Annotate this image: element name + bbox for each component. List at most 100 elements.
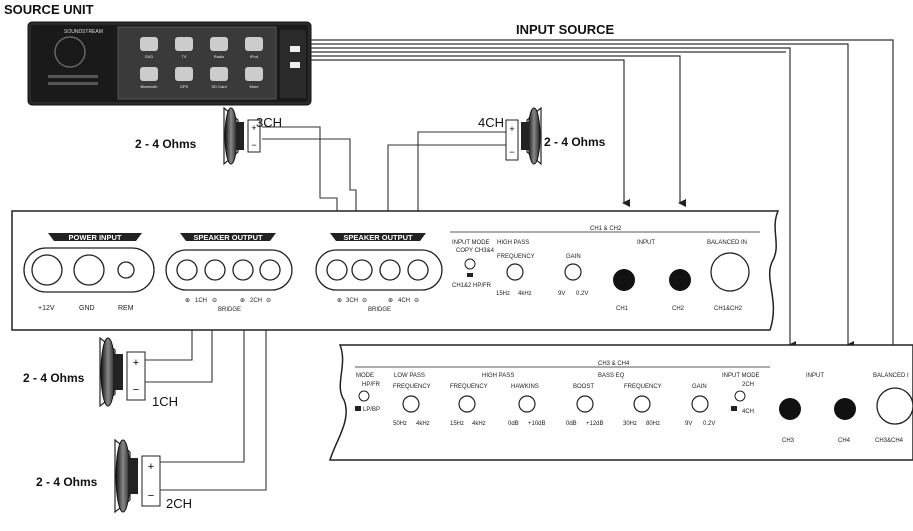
amp2-hp-frequency-knob xyxy=(458,395,476,413)
svg-text:15Hz: 15Hz xyxy=(496,291,510,297)
svg-text:80Hz: 80Hz xyxy=(646,421,660,427)
svg-text:0.2V: 0.2V xyxy=(703,421,715,427)
app-tile-tv: TV xyxy=(175,37,193,59)
svg-text:CH4: CH4 xyxy=(838,438,851,444)
svg-text:CH3: CH3 xyxy=(782,438,795,444)
svg-text:FREQUENCY: FREQUENCY xyxy=(393,384,431,390)
svg-text:DVD: DVD xyxy=(145,54,154,59)
amp2-bass-frequency-knob xyxy=(633,395,651,413)
svg-text:Bluetooth: Bluetooth xyxy=(141,84,158,89)
svg-text:INPUT MODE: INPUT MODE xyxy=(452,240,490,246)
svg-text:15Hz: 15Hz xyxy=(450,421,464,427)
amp2-lp-frequency-knob xyxy=(402,395,420,413)
svg-text:HP/FR: HP/FR xyxy=(362,382,381,388)
speaker-4ch: + − xyxy=(505,106,542,166)
svg-text:0dB: 0dB xyxy=(566,421,577,427)
svg-text:BALANCED IN: BALANCED IN xyxy=(707,240,747,246)
amp2-section-title: CH3 & CH4 xyxy=(598,361,630,367)
speaker-wires-top xyxy=(262,126,507,232)
svg-text:+: + xyxy=(133,357,139,369)
svg-text:BRIDGE: BRIDGE xyxy=(218,307,241,313)
svg-text:GAIN: GAIN xyxy=(692,384,707,390)
svg-text:CH1&2 HP/FR: CH1&2 HP/FR xyxy=(452,283,492,289)
rca-ch1 xyxy=(613,269,635,291)
speaker-wires-bottom xyxy=(145,310,267,491)
input-source-wires xyxy=(311,39,899,382)
svg-text:BRIDGE: BRIDGE xyxy=(368,307,391,313)
amp1-section-title: CH1 & CH2 xyxy=(590,226,622,232)
svg-text:4kHz: 4kHz xyxy=(416,421,430,427)
rca-ch4 xyxy=(834,398,856,420)
amp2-boost-knob xyxy=(576,395,594,413)
ohms-label-1ch: 2 - 4 Ohms xyxy=(23,371,85,385)
power-input-title: POWER INPUT xyxy=(69,233,122,242)
svg-text:⊖: ⊖ xyxy=(266,298,271,304)
app-tile-bluetooth: Bluetooth xyxy=(140,67,158,89)
svg-text:+12dB: +12dB xyxy=(586,421,604,427)
app-tile-ipod: iPod xyxy=(245,37,263,59)
speaker-2ch: + − xyxy=(114,438,161,514)
input-source-label: INPUT SOURCE xyxy=(516,22,615,37)
svg-text:+: + xyxy=(509,124,514,134)
svg-text:2CH: 2CH xyxy=(250,298,262,304)
svg-text:+10dB: +10dB xyxy=(528,421,546,427)
amp2-hawkins-knob xyxy=(518,395,536,413)
svg-text:HIGH PASS: HIGH PASS xyxy=(497,240,529,246)
svg-text:CH2: CH2 xyxy=(672,306,685,312)
svg-text:BALANCED I: BALANCED I xyxy=(873,373,909,379)
svg-text:GND: GND xyxy=(79,305,95,312)
svg-text:COPY CH3&4: COPY CH3&4 xyxy=(456,248,495,254)
svg-text:INPUT: INPUT xyxy=(637,240,655,246)
svg-text:FREQUENCY: FREQUENCY xyxy=(497,254,535,260)
svg-text:4CH: 4CH xyxy=(398,298,410,304)
svg-text:GAIN: GAIN xyxy=(566,254,581,260)
amp1-gain-knob xyxy=(564,263,582,281)
svg-text:1CH: 1CH xyxy=(195,298,207,304)
speaker-1ch: + − xyxy=(99,336,146,408)
svg-text:MODE: MODE xyxy=(356,373,374,379)
speaker-3ch: + − xyxy=(223,106,261,166)
rca-ch2 xyxy=(669,269,691,291)
svg-text:⊖: ⊖ xyxy=(362,298,367,304)
ohms-label-4ch: 2 - 4 Ohms xyxy=(544,135,606,149)
ohms-label-3ch: 2 - 4 Ohms xyxy=(135,137,197,151)
speaker-1ch-label: 1CH xyxy=(152,394,178,409)
svg-text:LOW PASS: LOW PASS xyxy=(394,373,425,379)
svg-text:SD Card: SD Card xyxy=(211,84,226,89)
balanced-in-2 xyxy=(876,387,913,425)
app-tile-more: More xyxy=(245,67,263,89)
svg-text:2CH: 2CH xyxy=(742,382,754,388)
app-tile-dvd: DVD xyxy=(140,37,158,59)
rca-ch3 xyxy=(779,398,801,420)
svg-text:GPS: GPS xyxy=(180,84,189,89)
app-tile-gps: GPS xyxy=(175,67,193,89)
speaker-output-b-title: SPEAKER OUTPUT xyxy=(343,233,413,242)
svg-text:FREQUENCY: FREQUENCY xyxy=(624,384,662,390)
svg-text:30Hz: 30Hz xyxy=(623,421,637,427)
svg-text:BOOST: BOOST xyxy=(573,384,594,390)
svg-text:+: + xyxy=(148,461,154,473)
svg-text:−: − xyxy=(509,147,514,157)
svg-text:REM: REM xyxy=(118,305,134,312)
ohms-label-2ch: 2 - 4 Ohms xyxy=(36,475,98,489)
amp-ch3-ch4: CH3 & CH4 MODE HP/FR LP/BP LOW PASS FREQ… xyxy=(328,344,913,461)
svg-text:−: − xyxy=(133,384,139,396)
svg-text:LP/BP: LP/BP xyxy=(363,407,380,413)
svg-text:0dB: 0dB xyxy=(508,421,519,427)
amp-ch1-ch2: POWER INPUT +12V GND REM SPEAKER OUTPUT … xyxy=(11,210,780,331)
speaker-2ch-label: 2CH xyxy=(166,496,192,511)
svg-text:4CH: 4CH xyxy=(742,409,754,415)
app-tile-sdcard: SD Card xyxy=(210,67,228,89)
minus-terminal: − xyxy=(251,140,256,150)
svg-text:INPUT: INPUT xyxy=(806,373,824,379)
svg-text:3CH: 3CH xyxy=(346,298,358,304)
svg-text:⊕: ⊕ xyxy=(185,298,190,304)
svg-text:⊕: ⊕ xyxy=(388,298,393,304)
svg-text:HAWKINS: HAWKINS xyxy=(511,384,539,390)
brand-logo: SOUNDSTREAM xyxy=(64,29,103,35)
balanced-in-1 xyxy=(710,252,750,292)
terminal-rem xyxy=(117,261,135,279)
svg-text:Radio: Radio xyxy=(214,54,225,59)
head-unit: SOUNDSTREAM DVD TV Radio iPod Bluetooth … xyxy=(27,21,312,106)
